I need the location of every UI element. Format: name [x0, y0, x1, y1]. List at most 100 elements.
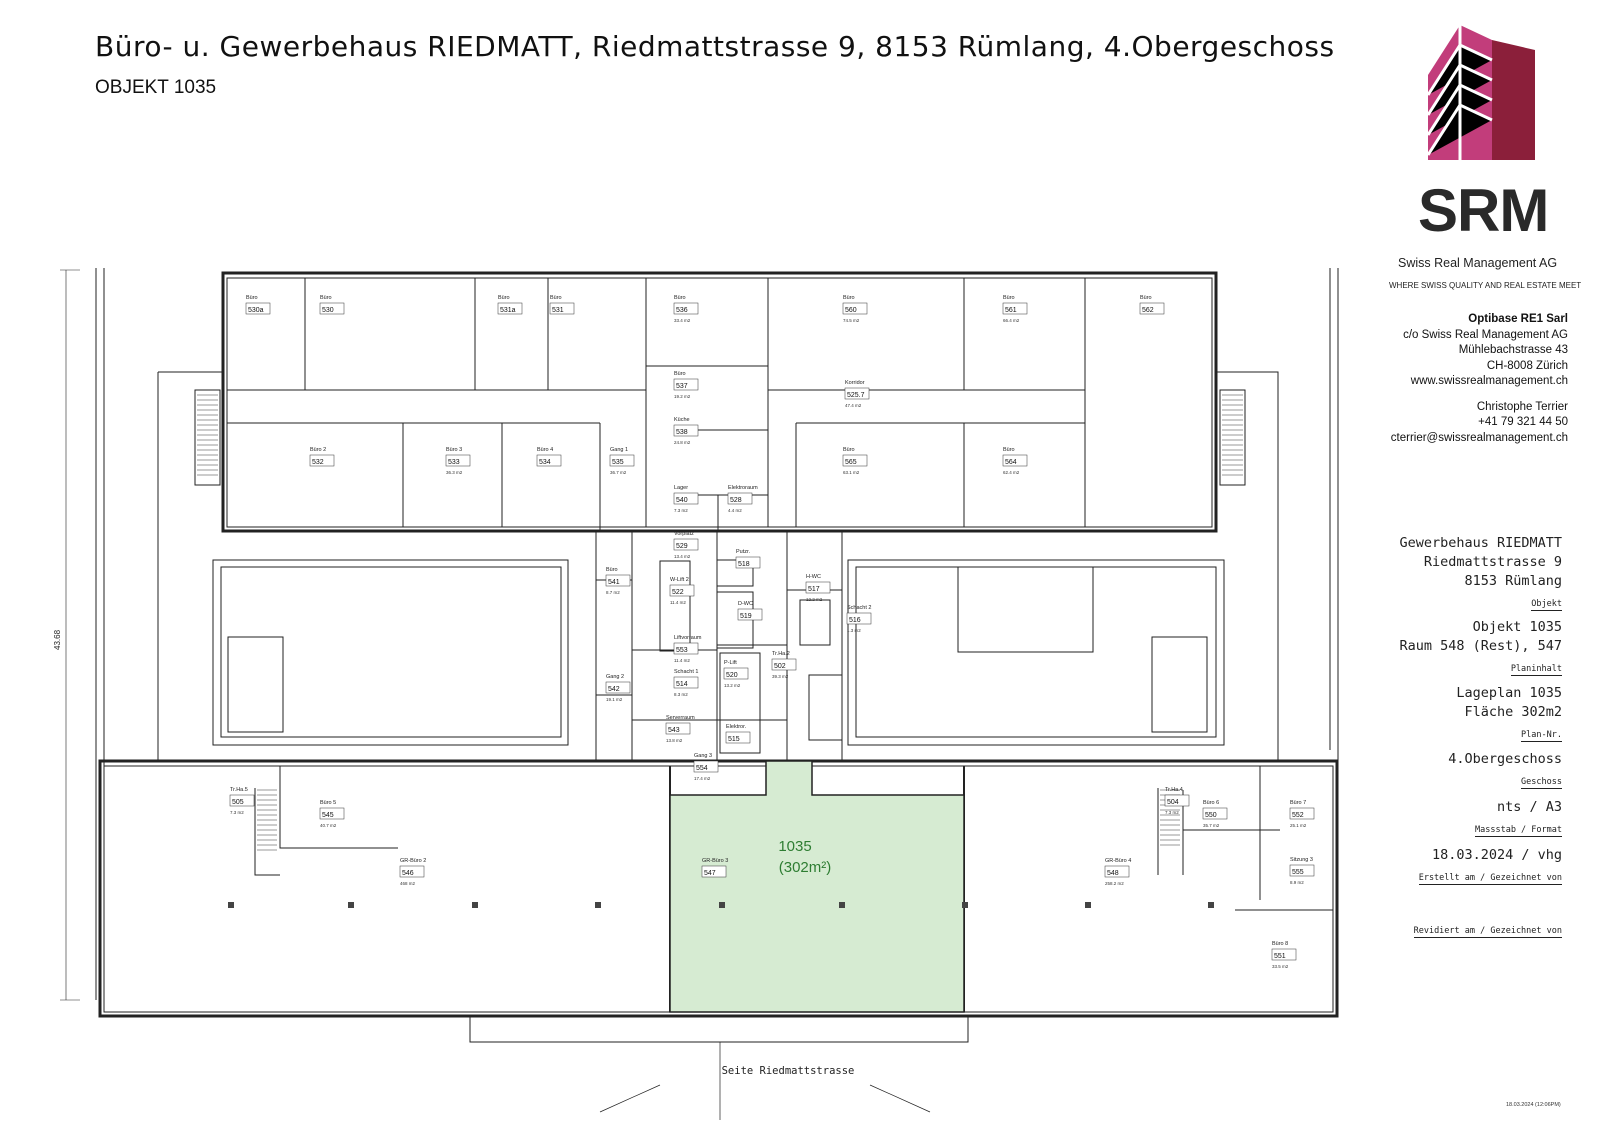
room-area: 13.8 m2 — [666, 738, 683, 743]
room-area: 24.8 m2 — [674, 440, 691, 445]
room-number: 536 — [676, 307, 688, 314]
room-number-box — [735, 556, 761, 569]
room-number: 514 — [676, 681, 688, 688]
room-name: Büro 4 — [537, 447, 553, 453]
room-name: Büro — [1140, 295, 1152, 301]
room-number-box — [673, 424, 699, 437]
room-area: 7.3 m2 — [674, 508, 688, 513]
room-area: 12.2 m2 — [806, 597, 823, 602]
room-number: 565 — [845, 459, 857, 466]
contact-website[interactable]: www.swissrealmanagement.ch — [1410, 375, 1568, 387]
room-number: 517 — [808, 586, 820, 593]
room-number-box — [605, 574, 631, 587]
room-number: 520 — [726, 672, 738, 679]
room-area: 13.4 m2 — [674, 554, 691, 559]
room-area: 25.1 m2 — [1290, 823, 1307, 828]
room-area: 4.4 m2 — [728, 508, 742, 513]
room-name: GR-Büro 2 — [400, 858, 426, 864]
room-name: Schacht 1 — [674, 669, 698, 675]
room-number: 548 — [1107, 870, 1119, 877]
room-area: 19.1 m2 — [606, 697, 623, 702]
created-value: 18.03.2024 / vhg — [1431, 847, 1562, 863]
room-number: 562 — [1142, 307, 1154, 314]
room-number-box — [319, 807, 345, 820]
content-line: Objekt 1035 — [1472, 619, 1562, 635]
room-number-box — [229, 794, 255, 807]
room-area: 39.3 m2 — [772, 674, 789, 679]
room-area: 13.2 m2 — [724, 683, 741, 688]
room-number-box — [536, 454, 562, 467]
room-number: 515 — [728, 736, 740, 743]
room-area: 62.4 m2 — [1003, 470, 1020, 475]
room-number-box — [771, 658, 797, 671]
content-line: Raum 548 (Rest), 547 — [1399, 638, 1562, 654]
room-number: 564 — [1005, 459, 1017, 466]
room-number-box — [673, 302, 699, 315]
room-name: Tr.Ha.5 — [230, 787, 248, 793]
room-name: Putzr. — [736, 549, 751, 555]
room-name: Büro 7 — [1290, 800, 1306, 806]
floor-value: 4.Obergeschoss — [1448, 751, 1562, 767]
room-number-box — [701, 865, 727, 878]
room-name: Korridor — [845, 380, 865, 386]
room-number-box — [445, 454, 471, 467]
room-name: Liftvorraum — [674, 635, 702, 641]
room-number-box — [605, 681, 631, 694]
room-number: 518 — [738, 561, 750, 568]
building-label: Objekt — [1531, 599, 1562, 611]
room-name: GR-Büro 3 — [702, 858, 728, 864]
room-area: 7.3 m2 — [230, 810, 244, 815]
building-line: Gewerbehaus RIEDMATT — [1399, 535, 1562, 551]
room-number: 543 — [668, 727, 680, 734]
room-area: 8.9 m2 — [1290, 880, 1304, 885]
room-number: 502 — [774, 663, 786, 670]
room-number-box — [1202, 807, 1228, 820]
building-line: 8153 Rümlang — [1464, 573, 1562, 589]
room-number: 553 — [676, 647, 688, 654]
srm-logo-icon — [1426, 25, 1535, 160]
room-name: Tr.Ha.2 — [772, 651, 790, 657]
room-area: 40.7 m2 — [320, 823, 337, 828]
room-name: Schacht 2 — [847, 605, 871, 611]
room-number-box — [673, 676, 699, 689]
room-number: 547 — [704, 870, 716, 877]
contact-phone[interactable]: +41 79 321 44 50 — [1478, 416, 1568, 428]
room-number-box — [693, 760, 719, 773]
room-number-box — [673, 492, 699, 505]
room-number: 561 — [1005, 307, 1017, 314]
room-name: Büro 6 — [1203, 800, 1219, 806]
room-area: 19.2 m2 — [674, 394, 691, 399]
created-label: Erstellt am / Gezeichnet von — [1418, 873, 1562, 885]
room-number: 504 — [1167, 799, 1179, 806]
room-number-box — [1164, 794, 1190, 807]
plot-stamp: 18.03.2024 (12:06PM) — [1506, 1102, 1561, 1108]
room-number: 537 — [676, 383, 688, 390]
room-number: 531a — [500, 307, 516, 314]
room-name: Büro 5 — [320, 800, 336, 806]
room-area: 33.4 m2 — [674, 318, 691, 323]
room-name: Büro — [498, 295, 510, 301]
room-name: Büro — [843, 295, 855, 301]
room-number-box — [673, 642, 699, 655]
scale-value: nts / A3 — [1496, 799, 1562, 815]
room-number-box — [319, 302, 345, 315]
highlight-area — [669, 760, 965, 1013]
room-name: Serverraum — [666, 715, 695, 721]
contact-email[interactable]: cterrier@swissrealmanagement.ch — [1390, 431, 1568, 444]
contact-block: Optibase RE1 Sarl c/o Swiss Real Managem… — [1391, 312, 1568, 446]
room-number: 516 — [849, 617, 861, 624]
contact-person: Christophe Terrier — [1476, 400, 1568, 413]
room-number-box — [1104, 865, 1130, 878]
title-block-scale: nts / A3 Massstab / Format — [1475, 798, 1562, 837]
room-area: 74.5 m2 — [843, 318, 860, 323]
room-area: 258.2 m2 — [1105, 881, 1124, 886]
room-name: Lager — [674, 485, 688, 491]
plan-label: Plan-Nr. — [1521, 730, 1562, 742]
room-number: 541 — [608, 579, 620, 586]
room-number: 550 — [1205, 812, 1217, 819]
room-number-box — [549, 302, 575, 315]
room-number-box — [725, 731, 751, 744]
room-number: 534 — [539, 459, 551, 466]
room-name: Sitzung 3 — [1290, 857, 1313, 863]
